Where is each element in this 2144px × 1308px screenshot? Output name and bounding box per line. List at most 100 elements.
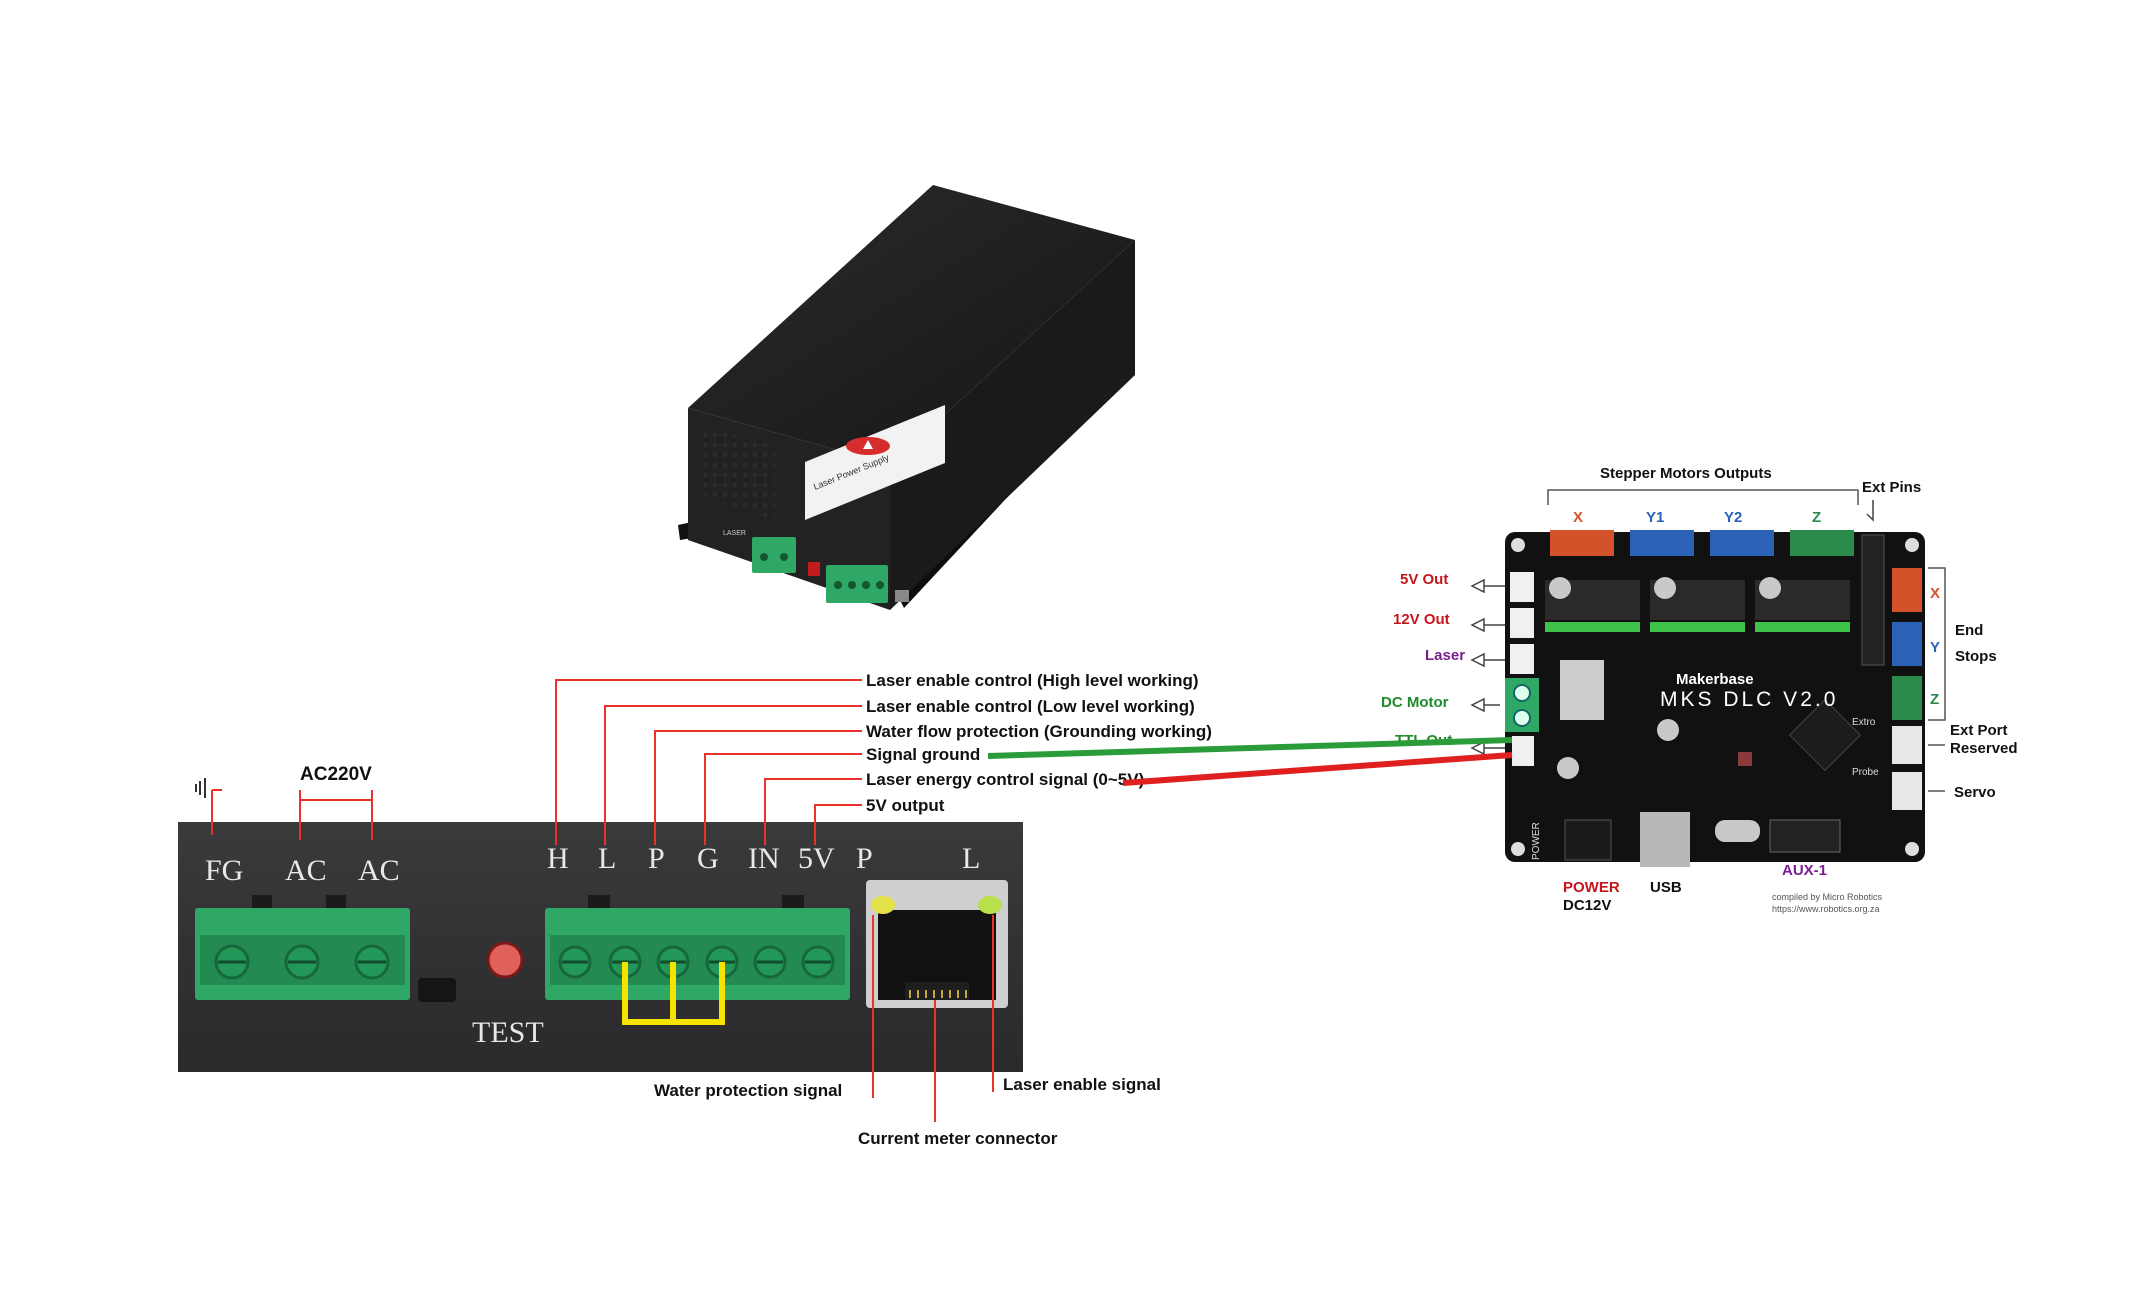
arrow-icon xyxy=(1470,697,1485,713)
ground-symbol xyxy=(195,778,222,835)
bottom-leader-lines xyxy=(872,915,994,1122)
ext-port-label: Ext Port Reserved xyxy=(1950,722,2018,757)
ext-pins-header xyxy=(1861,534,1885,666)
annotation-l: Laser enable control (Low level working) xyxy=(866,697,1195,716)
stepper-connector-y1 xyxy=(1630,530,1694,556)
panel-label-p: P xyxy=(648,842,665,875)
silk-probe: Probe xyxy=(1852,767,1879,778)
ac-bracket xyxy=(299,790,373,801)
annotation-p: Water flow protection (Grounding working… xyxy=(866,722,1212,741)
ac-terminal-block xyxy=(195,895,410,1000)
annotation-enable-signal: Laser enable signal xyxy=(1003,1075,1161,1094)
label-power: POWER xyxy=(1563,879,1620,896)
stepper-connector-z xyxy=(1790,530,1854,556)
stepper-bracket xyxy=(1547,489,1859,505)
pin-leader-lines xyxy=(555,679,862,845)
endstops-label: End Stops xyxy=(1955,622,1997,665)
endstop-bracket xyxy=(1928,567,1946,721)
label-endstop-z: Z xyxy=(1930,691,1939,708)
board-brand: Makerbase xyxy=(1676,671,1754,688)
annotation-5v: 5V output xyxy=(866,796,945,815)
fuse-holder xyxy=(418,978,456,1002)
reset-button xyxy=(1738,752,1752,766)
endstops-label-box: End Stops xyxy=(1955,622,1997,665)
test-button xyxy=(486,941,524,979)
rj45-connector xyxy=(866,880,1008,1008)
heading-ext-pins: Ext Pins xyxy=(1862,479,1921,496)
stepper-connector-x xyxy=(1550,530,1614,556)
credit-line-1: compiled by Micro Robotics xyxy=(1772,892,1883,902)
endstop-connector-z xyxy=(1892,676,1922,720)
servo-label: Servo xyxy=(1954,784,1996,801)
arrow-icon xyxy=(1470,578,1485,594)
credit-line-2: https://www.robotics.org.za xyxy=(1772,904,1880,914)
label-12v-out: 12V Out xyxy=(1393,611,1450,628)
panel-label-l: L xyxy=(598,842,616,875)
energy-signal-wire xyxy=(1122,752,1513,786)
panel-label-fg: FG xyxy=(205,854,243,887)
mcu-chip xyxy=(1788,698,1862,772)
servo-connector xyxy=(1892,772,1922,810)
panel-label-5v: 5V xyxy=(798,842,835,875)
ac220v-heading: AC220V xyxy=(300,764,372,785)
label-endstop-x: X xyxy=(1930,585,1940,602)
annotation-water-signal: Water protection signal xyxy=(654,1081,842,1100)
driver-section xyxy=(1545,580,1850,620)
header-5v-out xyxy=(1510,572,1534,602)
label-y1-stepper: Y1 xyxy=(1646,509,1664,526)
label-dc-motor: DC Motor xyxy=(1381,694,1449,711)
label-endstop-y: Y xyxy=(1930,639,1940,656)
silk-power: POWER xyxy=(1531,822,1542,860)
silk-extro: Extro xyxy=(1852,717,1876,728)
jumper-wire xyxy=(622,962,725,1025)
crystal xyxy=(1715,820,1760,842)
stepper-connector-y2 xyxy=(1710,530,1774,556)
label-dc12v: DC12V xyxy=(1563,897,1611,914)
led-l xyxy=(978,896,1002,914)
label-usb: USB xyxy=(1650,879,1682,896)
rj45-port-small xyxy=(895,590,909,602)
aux1-header xyxy=(1769,819,1841,853)
label-5v-out: 5V Out xyxy=(1400,571,1448,588)
panel-label-led-l: L xyxy=(962,842,980,875)
regulator xyxy=(1560,660,1604,720)
usb-port xyxy=(1640,812,1690,867)
panel-label-led-p: P xyxy=(856,842,873,875)
label-aux1: AUX-1 xyxy=(1782,862,1827,879)
signal-terminal-block xyxy=(545,895,850,1000)
laser-hazard-icon xyxy=(863,440,873,449)
arrow-icon xyxy=(1470,617,1485,633)
endstop-connector-x xyxy=(1892,568,1922,612)
jumper-headers xyxy=(1545,622,1850,632)
label-y2-stepper: Y2 xyxy=(1724,509,1742,526)
label-laser: Laser xyxy=(1425,647,1465,664)
panel-label-g: G xyxy=(697,842,719,875)
mks-dlc-board: Makerbase MKS DLC V2.0 POWER Extro Probe xyxy=(1505,530,1925,867)
ext-port-label-box: Ext Port Reserved xyxy=(1950,722,2018,757)
panel-label-test: TEST xyxy=(472,1016,544,1049)
header-ttl-out xyxy=(1512,736,1534,766)
heading-stepper-outputs: Stepper Motors Outputs xyxy=(1600,465,1772,482)
psu-box-side xyxy=(890,240,1135,610)
psu-box-top xyxy=(688,185,1135,465)
front-terminal-ac xyxy=(752,537,796,573)
board-model: MKS DLC V2.0 xyxy=(1660,688,1838,711)
front-terminal-signal xyxy=(826,565,888,603)
annotation-meter: Current meter connector xyxy=(858,1129,1058,1148)
arrow-icon xyxy=(1470,652,1485,668)
header-laser xyxy=(1510,644,1534,674)
led-p xyxy=(871,896,895,914)
capacitors xyxy=(1549,577,1781,779)
label-x-stepper: X xyxy=(1573,509,1583,526)
panel-label-h: H xyxy=(547,842,569,875)
endstop-connector-y xyxy=(1892,622,1922,666)
header-12v-out xyxy=(1510,608,1534,638)
label-z-stepper: Z xyxy=(1812,509,1821,526)
panel-label-ac1: AC xyxy=(285,854,327,887)
ground-wire xyxy=(987,737,1513,759)
annotation-in: Laser energy control signal (0~5V) xyxy=(866,770,1144,789)
left-arrows xyxy=(1470,578,1505,756)
panel-label-in: IN xyxy=(748,842,780,875)
